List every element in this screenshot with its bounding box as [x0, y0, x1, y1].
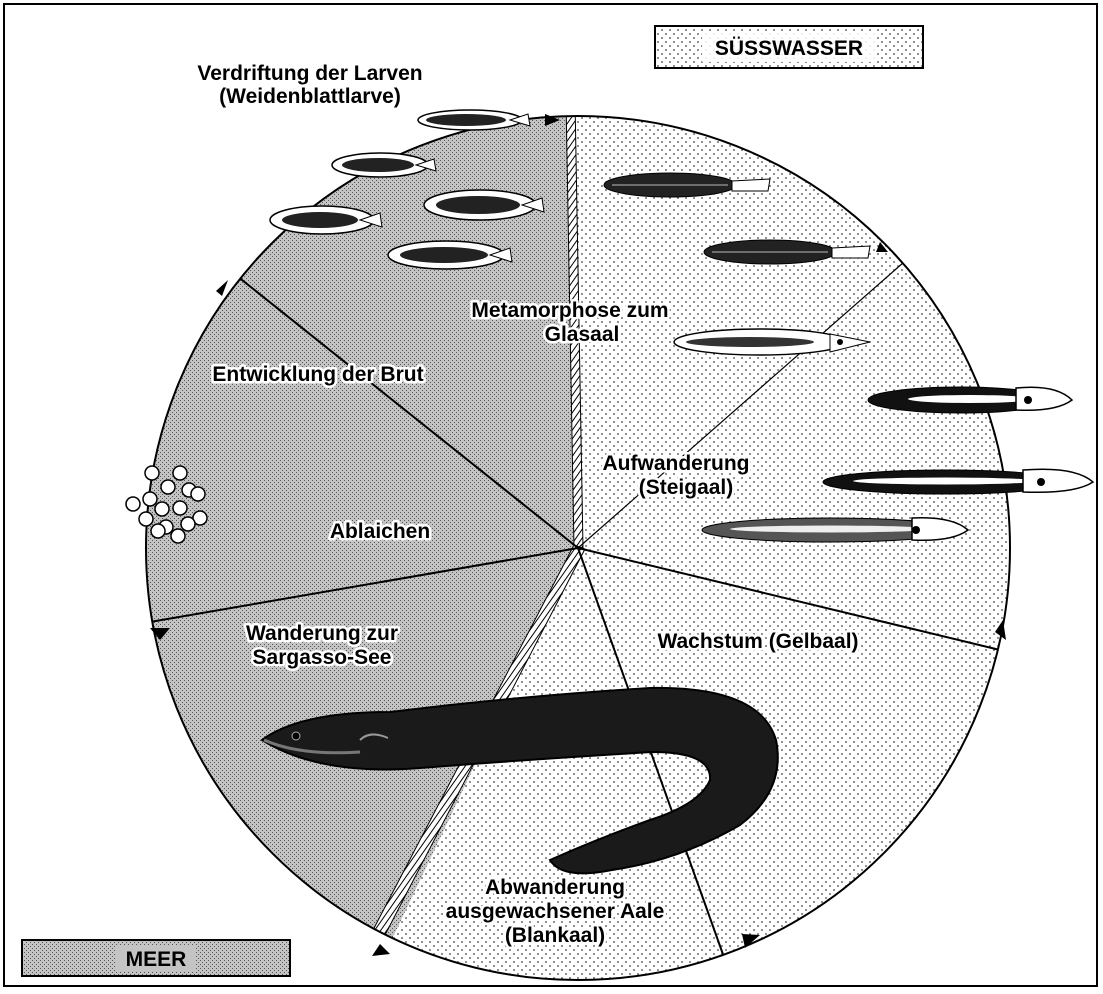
label-larval-drift-2: (Weidenblattlarve) — [219, 85, 401, 108]
label-larval-drift-1: Verdriftung der Larven — [197, 62, 422, 85]
label-growth: Wachstum (Gelbaal) — [657, 630, 858, 653]
label-downstream-1: Abwanderung — [485, 876, 625, 899]
legend-freshwater: SÜSSWASSER — [655, 26, 923, 68]
label-downstream-2: ausgewachsener Aale — [446, 900, 665, 923]
label-metamorphosis-2: Glasaal — [545, 323, 620, 346]
legend-sea-label: MEER — [126, 948, 187, 971]
label-upstream-2: (Steigaal) — [639, 476, 734, 499]
legend-sea: MEER — [22, 940, 290, 976]
legend-freshwater-label: SÜSSWASSER — [715, 37, 863, 60]
label-spawning: Ablaichen — [330, 520, 430, 543]
label-upstream-1: Aufwanderung — [603, 452, 750, 475]
label-brood-development: Entwicklung der Brut — [212, 363, 423, 386]
label-metamorphosis-1: Metamorphose zum — [471, 299, 668, 322]
label-migration-2: Sargasso-See — [253, 646, 392, 669]
label-downstream-3: (Blankaal) — [505, 924, 605, 947]
label-migration-1: Wanderung zur — [246, 622, 398, 645]
